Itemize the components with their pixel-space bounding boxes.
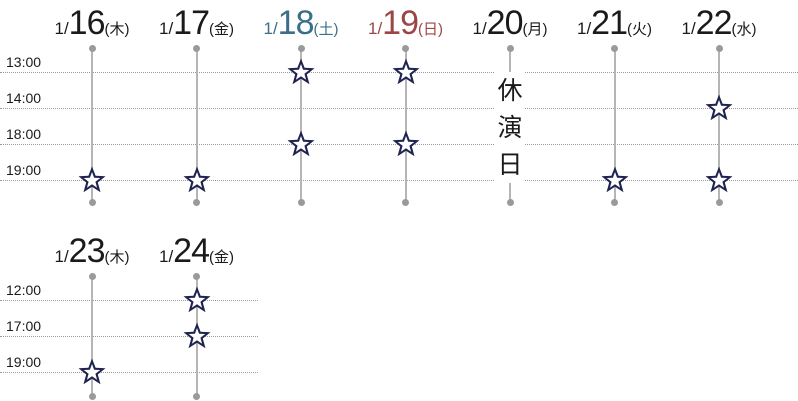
day-month: 1/ bbox=[472, 19, 487, 38]
timeline-end-dot bbox=[506, 198, 514, 206]
day-month: 1/ bbox=[367, 19, 383, 38]
day-timeline bbox=[91, 276, 93, 396]
timeline-end-dot bbox=[88, 198, 96, 206]
day-month: 1/ bbox=[54, 19, 69, 38]
day-timeline bbox=[404, 48, 407, 202]
time-label: 14:00 bbox=[6, 90, 42, 106]
day-weekday: (月) bbox=[522, 21, 548, 38]
timeline-start-dot bbox=[611, 44, 618, 52]
day-header-22: 1/22(水) bbox=[669, 4, 769, 43]
day-weekday: (土) bbox=[313, 21, 339, 38]
star-icon[interactable] bbox=[391, 57, 421, 87]
time-gridline bbox=[0, 180, 798, 181]
timeline-start-dot bbox=[193, 44, 200, 52]
day-weekday: (木) bbox=[104, 249, 130, 266]
timeline-end-dot bbox=[402, 198, 409, 206]
time-gridline bbox=[0, 336, 258, 337]
timeline-start-dot bbox=[715, 44, 723, 52]
star-icon[interactable] bbox=[182, 165, 212, 195]
day-header-17: 1/17(金) bbox=[147, 4, 247, 43]
timeline-end-dot bbox=[715, 198, 723, 206]
timeline-start-dot bbox=[297, 44, 305, 52]
timeline-start-dot bbox=[88, 272, 96, 280]
day-number: 19 bbox=[382, 4, 419, 42]
day-weekday: (水) bbox=[731, 21, 757, 38]
day-timeline bbox=[613, 48, 616, 202]
time-label: 19:00 bbox=[6, 162, 42, 178]
day-timeline bbox=[91, 48, 93, 202]
time-label: 12:00 bbox=[6, 282, 42, 298]
day-header-24: 1/24(金) bbox=[147, 232, 247, 271]
timeline-start-dot bbox=[88, 44, 96, 52]
day-weekday: (木) bbox=[104, 21, 130, 38]
time-label: 18:00 bbox=[6, 126, 42, 142]
day-header-19: 1/19(日) bbox=[356, 4, 456, 43]
star-icon[interactable] bbox=[286, 57, 316, 87]
day-header-18: 1/18(土) bbox=[251, 4, 351, 43]
day-number: 17 bbox=[173, 4, 210, 42]
day-weekday: (火) bbox=[627, 21, 652, 38]
timeline-end-dot bbox=[297, 198, 305, 206]
day-month: 1/ bbox=[158, 247, 174, 266]
timeline-end-dot bbox=[611, 198, 618, 206]
timeline-end-dot bbox=[193, 392, 200, 400]
day-number: 16 bbox=[68, 4, 106, 42]
day-month: 1/ bbox=[263, 19, 278, 38]
timeline-end-dot bbox=[88, 392, 96, 400]
star-icon[interactable] bbox=[182, 285, 212, 315]
timeline-start-dot bbox=[193, 272, 200, 280]
day-timeline bbox=[195, 48, 198, 202]
star-icon[interactable] bbox=[286, 129, 316, 159]
timeline-start-dot bbox=[402, 44, 409, 52]
day-weekday: (金) bbox=[209, 249, 234, 266]
star-icon[interactable] bbox=[77, 357, 107, 387]
day-number: 18 bbox=[277, 4, 315, 42]
star-icon[interactable] bbox=[600, 165, 630, 195]
closed-day-label: 休演日 bbox=[495, 72, 525, 183]
day-timeline bbox=[718, 48, 720, 202]
time-label: 17:00 bbox=[6, 318, 42, 334]
day-weekday: (日) bbox=[418, 21, 443, 38]
day-header-21: 1/21(火) bbox=[565, 4, 665, 43]
day-header-16: 1/16(木) bbox=[42, 4, 142, 43]
day-month: 1/ bbox=[54, 247, 69, 266]
day-number: 20 bbox=[486, 4, 524, 42]
star-icon[interactable] bbox=[704, 165, 734, 195]
time-label: 13:00 bbox=[6, 54, 42, 70]
day-number: 22 bbox=[695, 4, 733, 42]
time-gridline bbox=[0, 300, 258, 301]
timeline-start-dot bbox=[506, 44, 514, 52]
time-label: 19:00 bbox=[6, 354, 42, 370]
day-month: 1/ bbox=[576, 19, 592, 38]
day-weekday: (金) bbox=[209, 21, 234, 38]
star-icon[interactable] bbox=[391, 129, 421, 159]
day-number: 24 bbox=[173, 232, 210, 270]
star-icon[interactable] bbox=[182, 321, 212, 351]
timeline-end-dot bbox=[193, 198, 200, 206]
day-timeline bbox=[300, 48, 302, 202]
day-header-23: 1/23(木) bbox=[42, 232, 142, 271]
day-number: 21 bbox=[591, 4, 628, 42]
star-icon[interactable] bbox=[77, 165, 107, 195]
time-gridline bbox=[0, 372, 258, 373]
day-month: 1/ bbox=[158, 19, 174, 38]
day-header-20: 1/20(月) bbox=[460, 4, 560, 43]
time-gridline bbox=[0, 108, 798, 109]
star-icon[interactable] bbox=[704, 93, 734, 123]
day-number: 23 bbox=[68, 232, 106, 270]
day-month: 1/ bbox=[681, 19, 696, 38]
